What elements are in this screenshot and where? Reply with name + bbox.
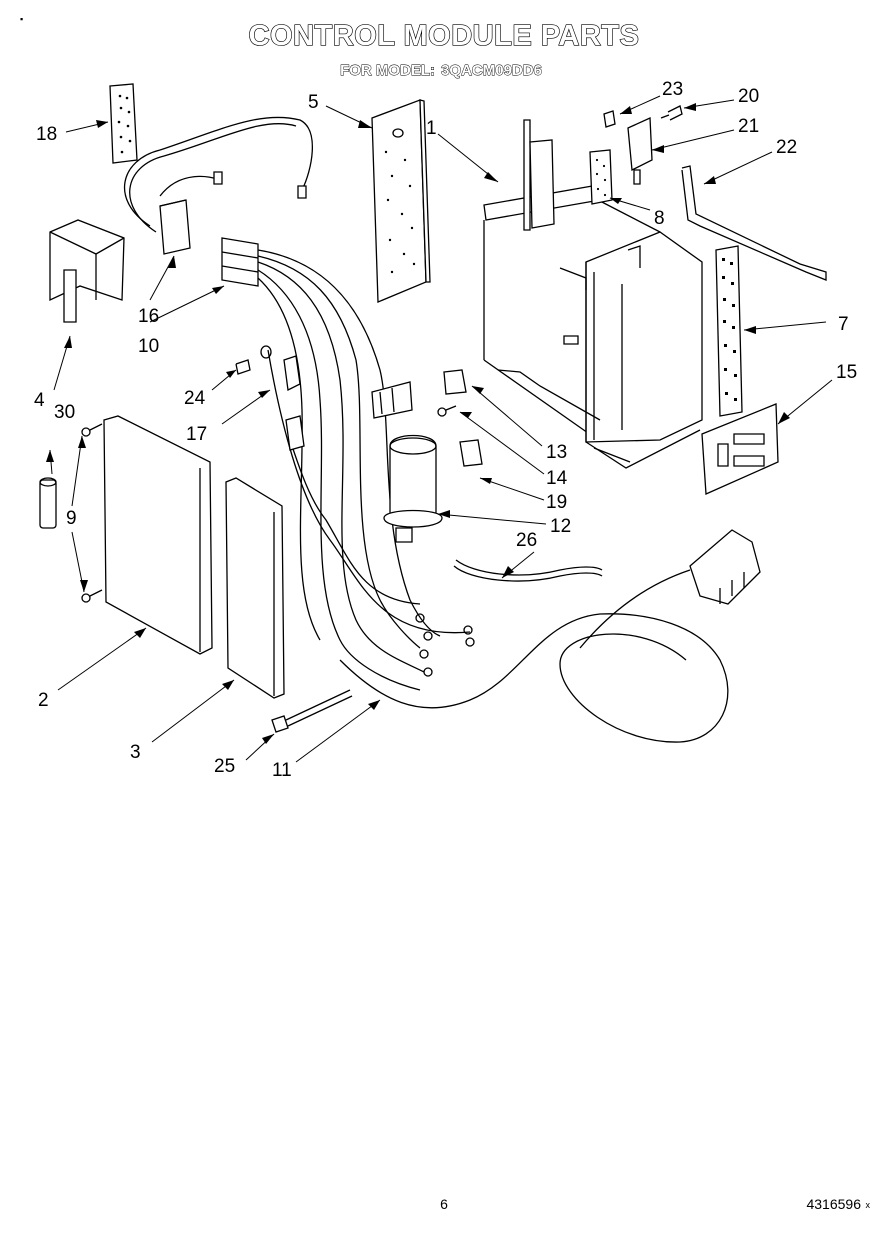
callout-7: 7 — [838, 314, 849, 335]
callout-24: 24 — [184, 388, 206, 409]
part-9-screw-top — [82, 424, 102, 436]
callout-19: 19 — [546, 492, 567, 513]
part-relay-terminal-block — [372, 382, 412, 418]
part-12-capacitor — [384, 436, 442, 543]
part-4-bracket — [50, 220, 124, 322]
callout-20: 20 — [738, 86, 759, 107]
part-16-relay — [160, 200, 190, 254]
part-15-panel — [702, 404, 778, 494]
part-24-screw — [235, 359, 251, 375]
callout-9: 9 — [66, 508, 77, 529]
part-11-wire-harness — [258, 250, 728, 742]
callout-23: 23 — [662, 79, 683, 100]
part-power-plug — [690, 530, 760, 604]
part-7-terminal-strip — [716, 246, 742, 416]
callout-22: 22 — [776, 137, 797, 158]
callout-16: 16 — [138, 306, 159, 327]
part-5-control-board — [372, 100, 430, 302]
callout-5: 5 — [308, 92, 319, 113]
callout-26: 26 — [516, 530, 537, 551]
callout-12: 12 — [550, 516, 571, 537]
part-23-clip — [604, 111, 615, 127]
callout-13: 13 — [546, 442, 567, 463]
part-16-wire-loop — [125, 117, 313, 232]
callout-25: 25 — [214, 756, 235, 777]
part-2-cover — [104, 416, 212, 654]
callout-2: 2 — [38, 690, 49, 711]
trailing-mark: x — [865, 1200, 871, 1210]
callout-17: 17 — [186, 424, 207, 445]
model-subtitle: FOR MODEL: 3QACM09DD6 — [0, 62, 888, 80]
part-30-cap — [40, 478, 56, 528]
callout-21: 21 — [738, 116, 759, 137]
callout-1: 1 — [426, 118, 437, 139]
callout-14: 14 — [546, 468, 568, 489]
callout-18: 18 — [36, 124, 57, 145]
part-14-screw — [438, 406, 456, 416]
callout-11: 11 — [272, 760, 292, 781]
page-number: 6 — [440, 1196, 448, 1212]
part-22-bracket — [681, 165, 827, 281]
part-9-screw-bottom — [82, 590, 102, 602]
part-3-panel — [226, 478, 284, 698]
part-18-board — [110, 84, 137, 163]
part-25-cable-tie — [272, 690, 352, 732]
part-1-control-box — [484, 120, 702, 469]
corner-mark: ▪ — [20, 14, 24, 24]
part-21-bracket — [628, 118, 652, 184]
callout-30: 30 — [54, 402, 75, 423]
part-20-screw — [661, 105, 683, 121]
part-8-pad — [590, 150, 612, 204]
part-17-terminal — [261, 346, 304, 450]
callout-8: 8 — [654, 208, 665, 229]
callout-3: 3 — [130, 742, 141, 763]
part-10-connector — [222, 238, 258, 286]
page-title: CONTROL MODULE PARTS — [248, 19, 640, 52]
callout-labels: 18 5 1 23 20 21 22 16 10 8 4 30 24 17 7 … — [34, 79, 857, 781]
leader-arrowheads — [46, 103, 790, 744]
document-number: 4316596 — [806, 1196, 861, 1212]
model-prefix: FOR MODEL: — [340, 62, 436, 80]
part-19-terminal-block — [460, 440, 482, 466]
part-13-bracket — [444, 370, 466, 394]
model-number: 3QACM09DD6 — [441, 62, 543, 80]
callout-10: 10 — [138, 336, 159, 357]
callout-4: 4 — [34, 390, 45, 411]
part-26-hose — [454, 560, 602, 581]
callout-15: 15 — [836, 362, 857, 383]
